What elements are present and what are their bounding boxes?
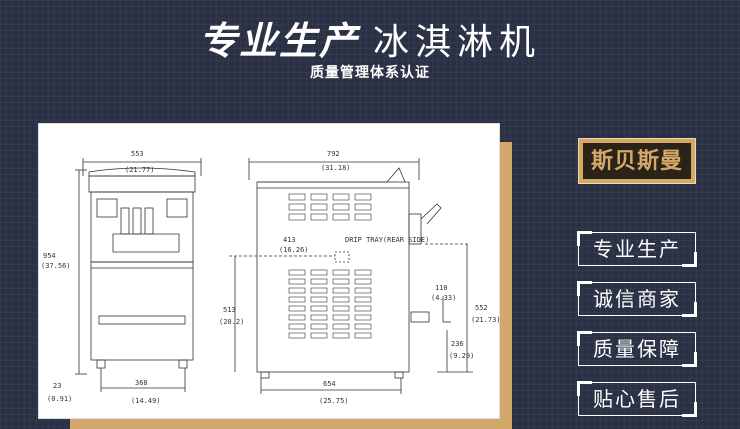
dim-side-base-in: (25.75) bbox=[319, 397, 349, 405]
dim-right-height-in: (21.73) bbox=[471, 316, 499, 324]
page-title: 专业生产冰淇淋机 bbox=[0, 10, 740, 65]
dim-drip-offset: 413 bbox=[283, 236, 296, 244]
dim-side-depth: 792 bbox=[327, 150, 340, 158]
dim-side-depth-in: (31.18) bbox=[321, 164, 351, 172]
dim-right-height: 552 bbox=[475, 304, 488, 312]
dim-rear-height: 513 bbox=[223, 306, 236, 314]
dim-front-width: 553 bbox=[131, 150, 144, 158]
title-bold: 专业生产 bbox=[198, 19, 359, 63]
dim-rear-height-in: (20.2) bbox=[219, 318, 244, 326]
brand-badge: 斯贝斯曼 bbox=[578, 138, 696, 184]
dim-height: 954 bbox=[43, 252, 56, 260]
feature-honest: 诚信商家 bbox=[577, 281, 697, 317]
dim-side-base: 654 bbox=[323, 380, 336, 388]
dim-front-width-in: (21.77) bbox=[125, 166, 155, 174]
feature-service: 贴心售后 bbox=[577, 381, 697, 417]
dim-nozzle-in: (4.33) bbox=[431, 294, 456, 302]
page-subtitle: 质量管理体系认证 bbox=[310, 65, 430, 81]
dim-foot-gap-in: (0.91) bbox=[47, 395, 72, 403]
dim-tray: 236 bbox=[451, 340, 464, 348]
dim-foot-span-in: (14.49) bbox=[131, 397, 161, 405]
dim-tray-in: (9.29) bbox=[449, 352, 474, 360]
dim-foot-span: 368 bbox=[135, 379, 148, 387]
dim-drip-offset-in: (16.26) bbox=[279, 246, 309, 254]
dim-nozzle: 110 bbox=[435, 284, 448, 292]
dim-drip-label: DRIP TRAY(REAR SIDE) bbox=[345, 236, 429, 244]
technical-drawing: 553 (21.77) 954 (37.56) 23 (0.91) 368 (1… bbox=[38, 123, 500, 419]
feature-quality: 质量保障 bbox=[577, 331, 697, 367]
brand-label: 斯贝斯曼 bbox=[583, 143, 691, 179]
title-thin: 冰淇淋机 bbox=[373, 22, 542, 63]
dim-foot-gap: 23 bbox=[53, 382, 61, 390]
dim-height-in: (37.56) bbox=[41, 262, 71, 270]
feature-professional: 专业生产 bbox=[577, 231, 697, 267]
